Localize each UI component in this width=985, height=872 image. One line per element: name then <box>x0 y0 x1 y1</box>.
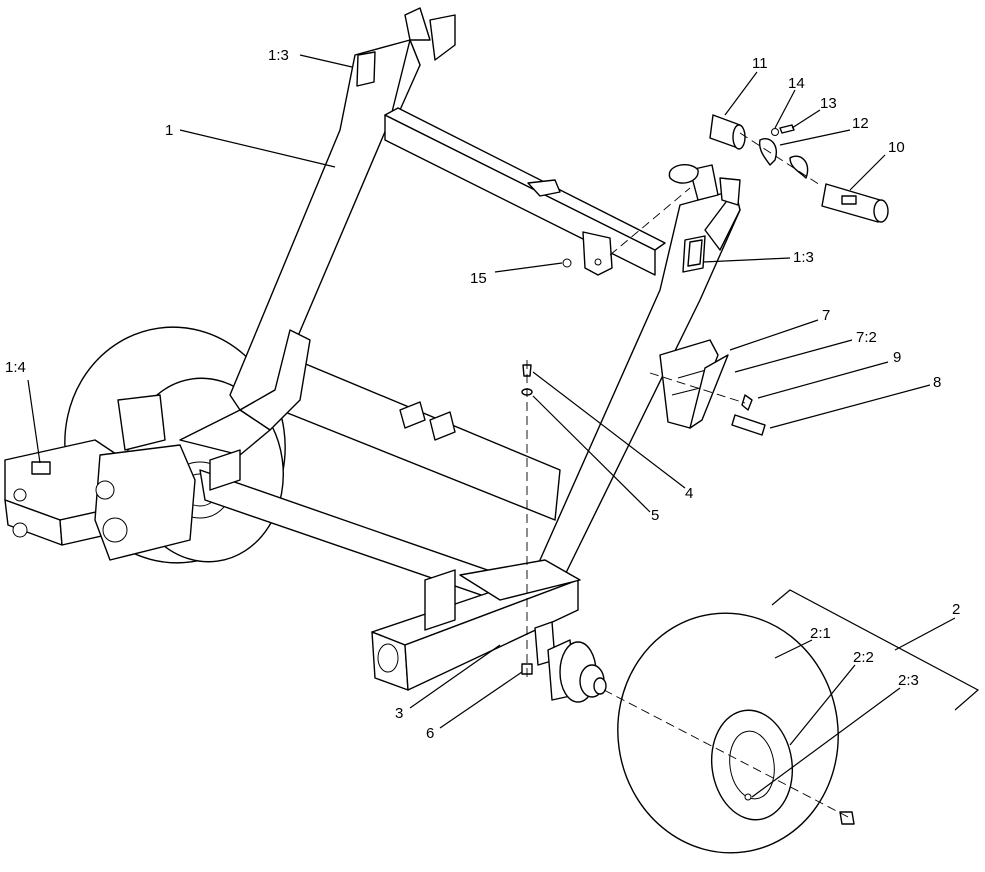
clip-12 <box>758 138 809 179</box>
label-1-3-top: 1:3 <box>268 47 289 64</box>
bolt-13 <box>779 124 795 134</box>
label-2-3: 2:3 <box>898 672 919 689</box>
clip-8 <box>731 414 766 436</box>
label-7: 7 <box>822 307 830 324</box>
label-12: 12 <box>852 115 869 132</box>
left-upright-arm <box>179 7 456 456</box>
callout-labels: 1:3 1 1:4 11 14 13 12 10 1:3 15 7 7:2 9 … <box>5 47 960 742</box>
label-5: 5 <box>651 507 659 524</box>
plate-7 <box>659 339 729 429</box>
wheel-hub <box>534 621 607 703</box>
pin-9 <box>741 394 753 411</box>
label-7-2: 7:2 <box>856 329 877 346</box>
decal-1-3-top <box>356 51 376 87</box>
label-8: 8 <box>933 374 941 391</box>
label-9: 9 <box>893 349 901 366</box>
upper-cross-tube <box>384 107 666 276</box>
bushing-11 <box>709 114 746 150</box>
pin-10 <box>821 183 889 223</box>
label-1-3-right: 1:3 <box>793 249 814 266</box>
label-11: 11 <box>752 55 768 72</box>
label-4: 4 <box>685 485 693 502</box>
assembly-centerlines <box>526 132 851 819</box>
label-1-4: 1:4 <box>5 359 26 376</box>
label-2-2: 2:2 <box>853 649 874 666</box>
label-2: 2 <box>952 601 960 618</box>
leader-lines <box>27 54 956 798</box>
label-10: 10 <box>888 139 905 156</box>
label-1: 1 <box>165 122 173 139</box>
label-2-1: 2:1 <box>810 625 831 642</box>
bolt-4 <box>522 364 532 377</box>
mid-brackets <box>209 401 456 631</box>
label-14: 14 <box>788 75 805 92</box>
right-wheel <box>617 612 839 854</box>
label-3: 3 <box>395 705 403 722</box>
washer-14 <box>771 128 779 136</box>
wheel-group-bracket <box>771 589 980 711</box>
label-15: 15 <box>470 270 487 287</box>
hitch-plate <box>4 394 196 561</box>
decal-1-3-right <box>687 239 703 267</box>
bracket-plate-15 <box>562 231 613 276</box>
label-13: 13 <box>820 95 837 112</box>
label-6: 6 <box>426 725 434 742</box>
